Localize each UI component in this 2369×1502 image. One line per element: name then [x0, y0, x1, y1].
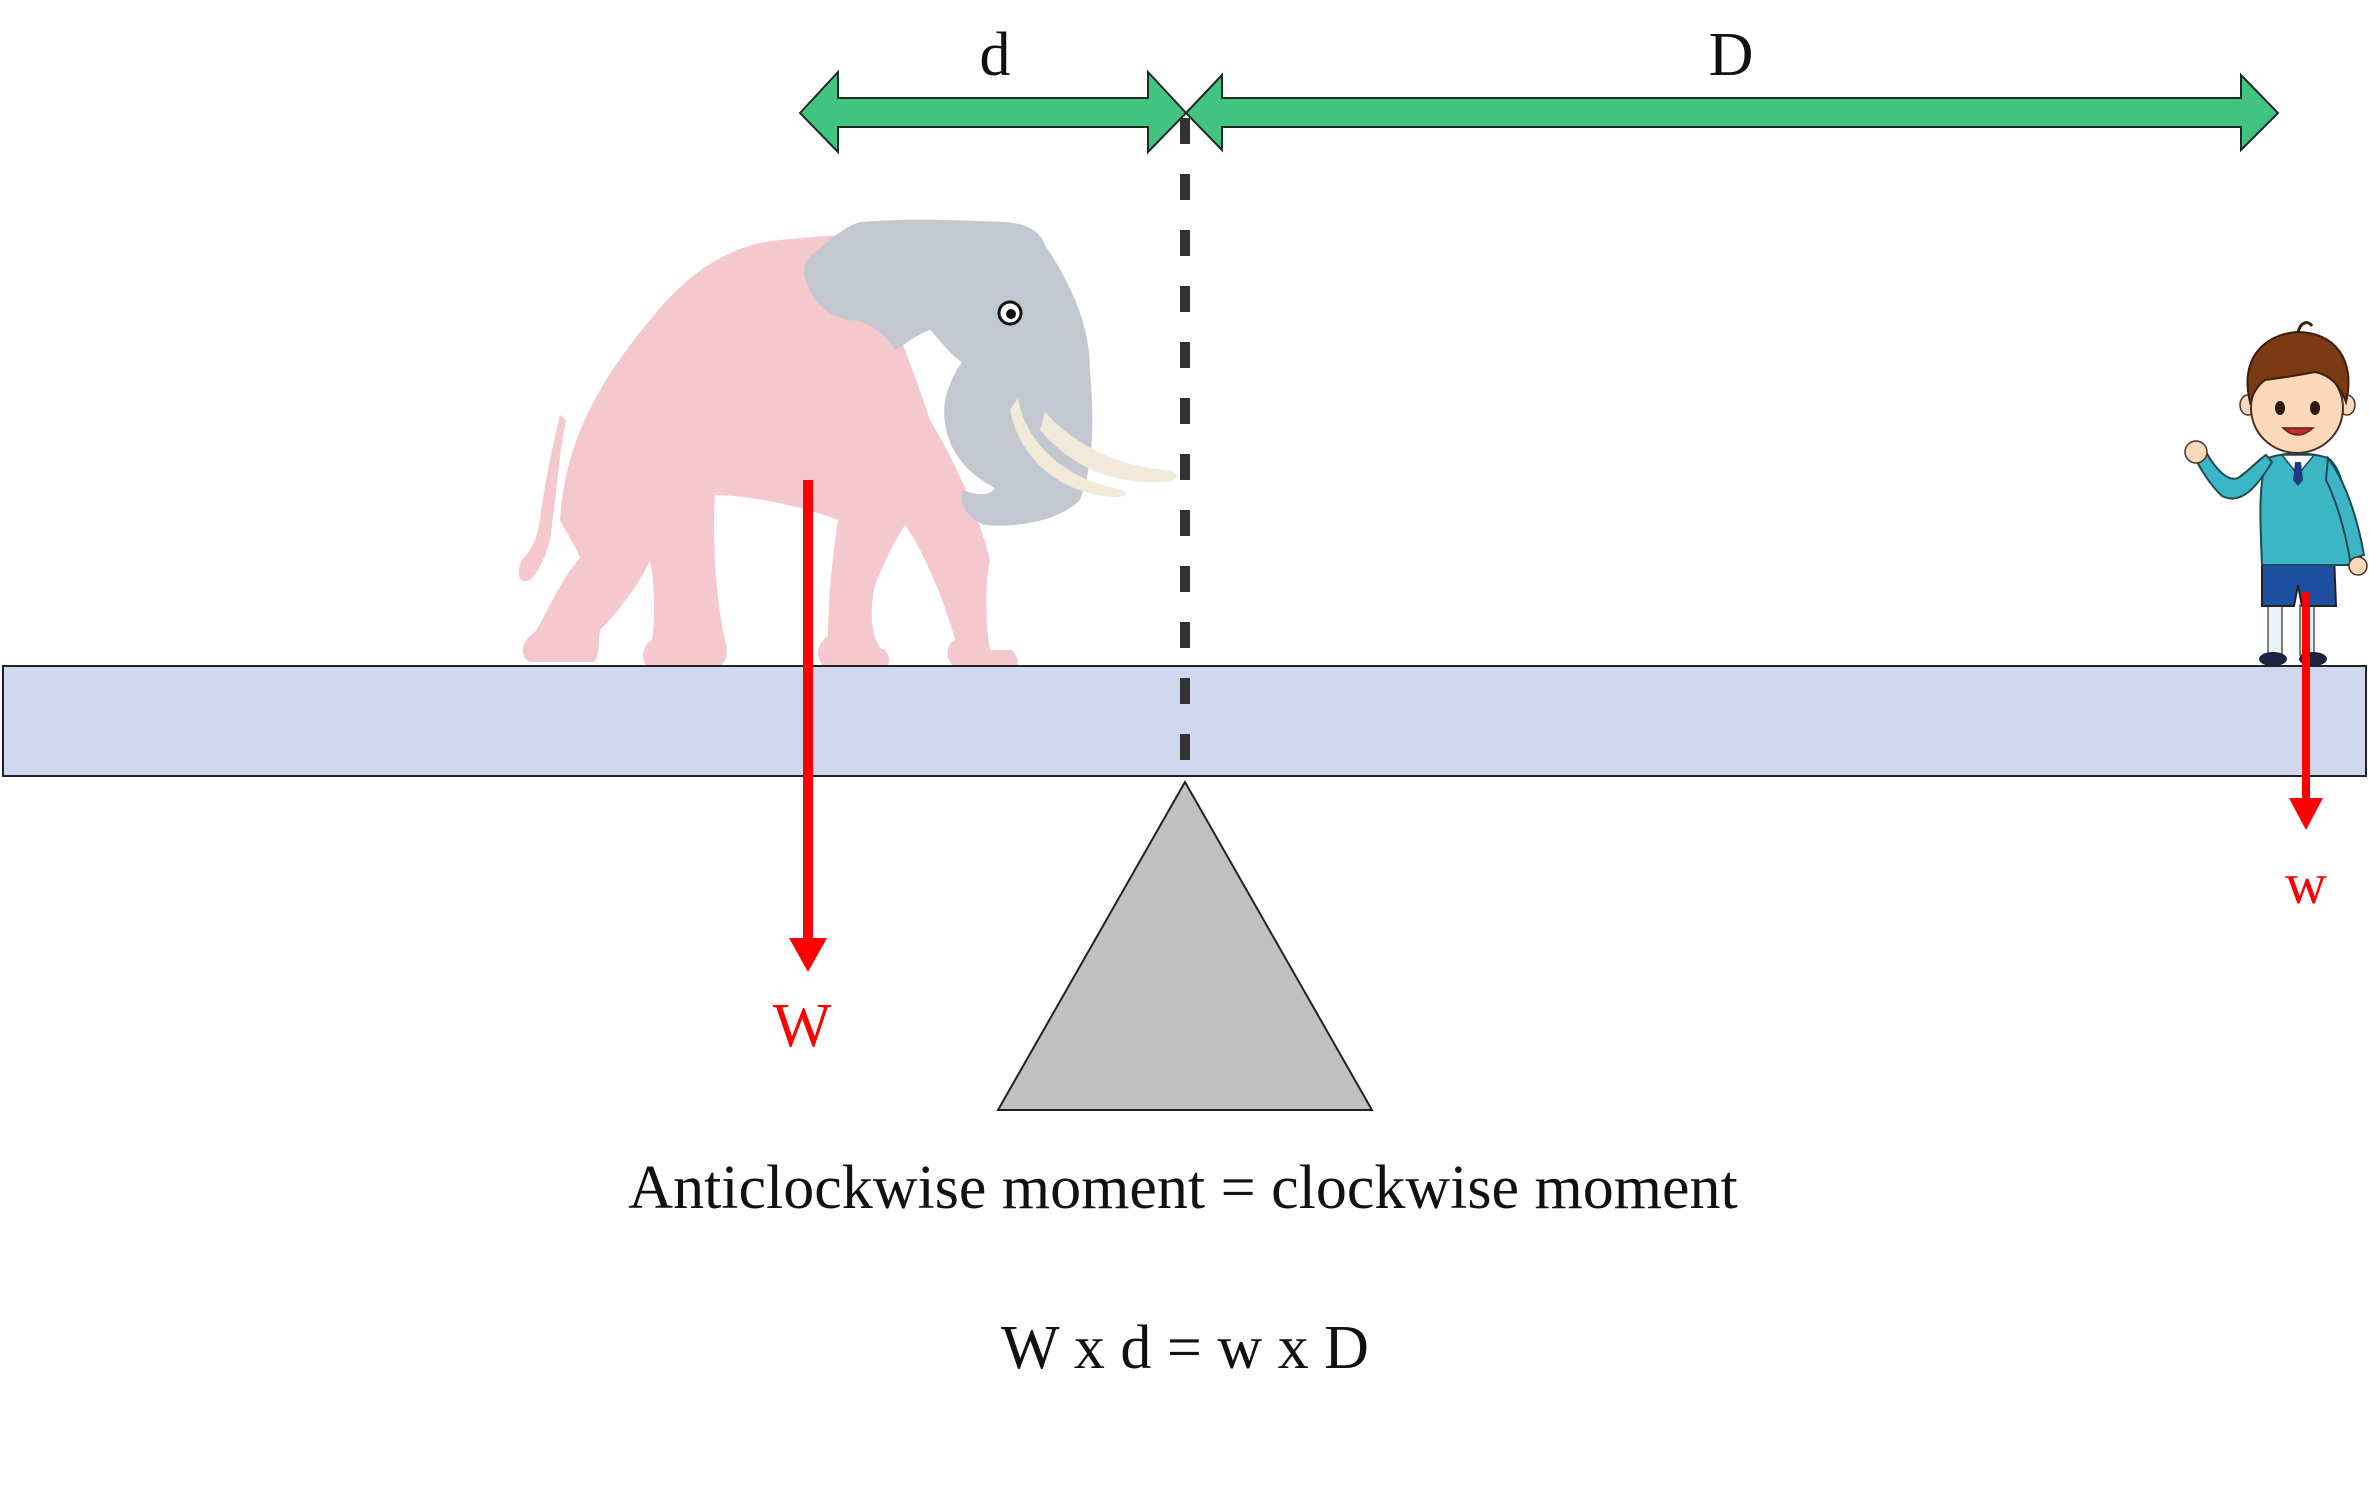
boy-hair-curl — [2296, 321, 2314, 334]
boy-hand-left — [2184, 440, 2208, 464]
fulcrum-triangle — [996, 779, 1374, 1111]
elephant-head — [804, 219, 1093, 526]
arrow-D — [1184, 72, 2280, 153]
elephant-pupil — [1006, 309, 1016, 319]
force-arrow-w-head — [2289, 798, 2323, 830]
boy-leg-left — [2267, 604, 2283, 656]
boy-hair — [2246, 330, 2350, 406]
boy-eye-right — [2310, 401, 2320, 415]
elephant-icon — [518, 219, 1178, 668]
boy-eye-left — [2275, 401, 2285, 415]
boy-mouth — [2281, 427, 2315, 436]
label-W: W — [773, 992, 832, 1060]
distance-arrows: d D — [798, 21, 2280, 155]
label-d: d — [980, 21, 1011, 89]
boy-tie — [2293, 462, 2303, 486]
boy-icon — [2184, 321, 2368, 666]
force-arrow-w — [2289, 592, 2323, 830]
elephant-tusk-back — [1040, 412, 1178, 483]
force-arrow-W — [789, 480, 827, 972]
label-w: w — [2285, 851, 2327, 916]
elephant-tusk-front — [1010, 398, 1126, 498]
equation-text: W x d = w x D — [1001, 1314, 1369, 1382]
principle-text: Anticlockwise moment = clockwise moment — [628, 1154, 1737, 1222]
label-D: D — [1709, 21, 1754, 89]
boy-shoe-left — [2259, 652, 2287, 666]
force-arrow-W-head — [789, 938, 827, 972]
elephant-tail — [518, 415, 566, 582]
boy-hand-right — [2348, 556, 2368, 576]
